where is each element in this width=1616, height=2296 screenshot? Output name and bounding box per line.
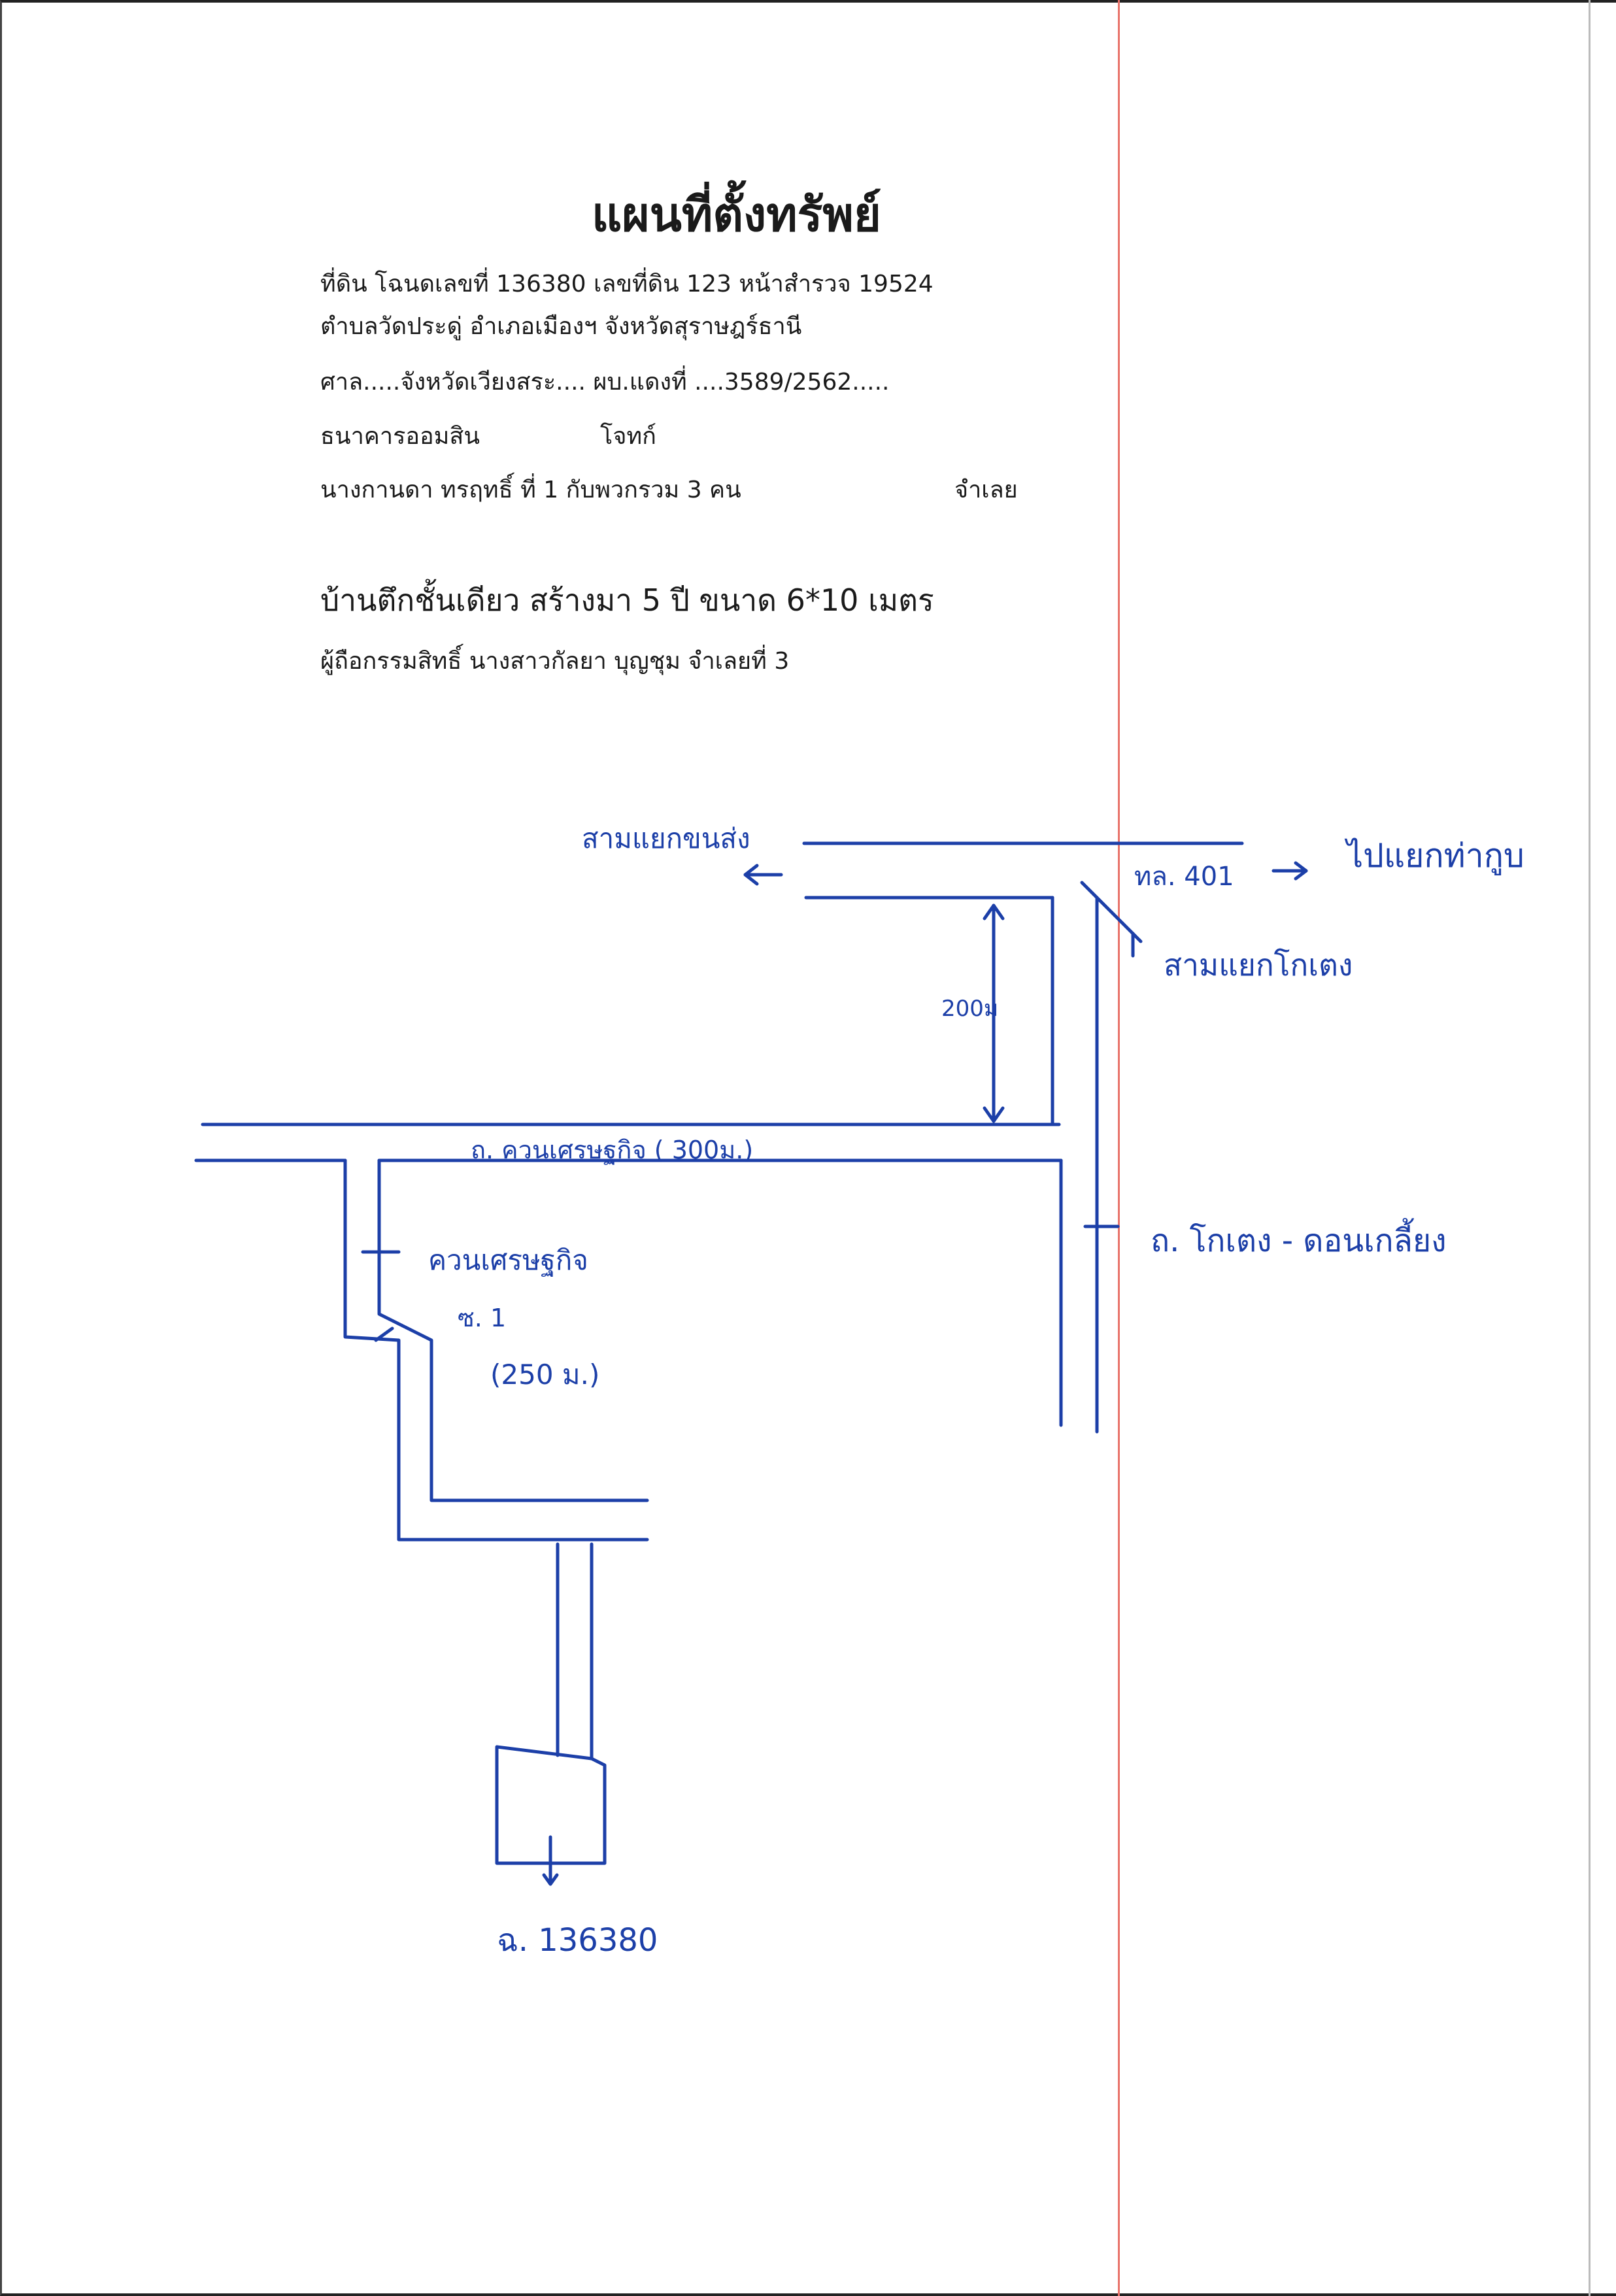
deed-line: ที่ดิน โฉนดเลขที่ 136380 เลขที่ดิน 123 ห… [320, 271, 934, 297]
margin-line [1118, 0, 1120, 2296]
location-line: ตำบลวัดประดู่ อำเภอเมืองฯ จังหวัดสุราษฎร… [320, 313, 802, 340]
label-soi-name: ควนเศรษฐกิจ [428, 1244, 588, 1276]
court-line: ศาล.....จังหวัดเวียงสระ.... ผบ.แดงที่ ..… [320, 369, 890, 396]
arrow-right-head [1294, 861, 1308, 881]
defendant-label: จำเลย [954, 477, 1018, 503]
label-parcel-deed: ฉ. 136380 [497, 1922, 658, 1959]
plaintiff-name: ธนาคารออมสิน [320, 423, 480, 450]
label-koteng-road: ถ. โกเตง - ดอนเกลี้ยง [1151, 1223, 1447, 1259]
plaintiff-label: โจทก์ [600, 423, 656, 450]
label-soi-number: ซ. 1 [458, 1304, 507, 1332]
page-edge [1589, 0, 1591, 2296]
parcel-boundary [495, 1745, 607, 1865]
parcel-pointer-head [542, 1873, 559, 1886]
junction-pointer [1080, 881, 1143, 943]
label-koteng-junction: สามแยกโกเตง [1164, 947, 1353, 983]
label-to-tha-kup: ไปแยกท่ากูบ [1347, 837, 1524, 875]
soi-left-edge [343, 1158, 649, 1542]
distance-arrow-top [983, 903, 1005, 920]
label-main-road: ถ. ควนเศรษฐกิจ ( 300ม.) [471, 1136, 754, 1164]
soi-right-edge [377, 1158, 649, 1502]
label-bus-station-junction: สามแยกขนส่ง [582, 822, 750, 854]
label-highway-401: ทล. 401 [1134, 862, 1234, 892]
defendant-name: นางกานดา ทรฤทธิ์ ที่ 1 กับพวกรวม 3 คน [320, 477, 741, 503]
arrow-left-head [743, 864, 759, 886]
document-title: แผนที่ตั้งทรัพย์ [592, 187, 881, 242]
soi-gate [374, 1326, 394, 1342]
label-distance-200m: 200ม [941, 996, 999, 1022]
owner-line: ผู้ถือกรรมสิทธิ์ นางสาวกัลยา บุญชุม จำเล… [320, 648, 790, 675]
building-description: บ้านตึกชั้นเดียว สร้างมา 5 ปี ขนาด 6*10 … [320, 582, 934, 618]
label-soi-distance: (250 ม.) [490, 1359, 600, 1391]
distance-arrow-bottom [983, 1106, 1005, 1123]
